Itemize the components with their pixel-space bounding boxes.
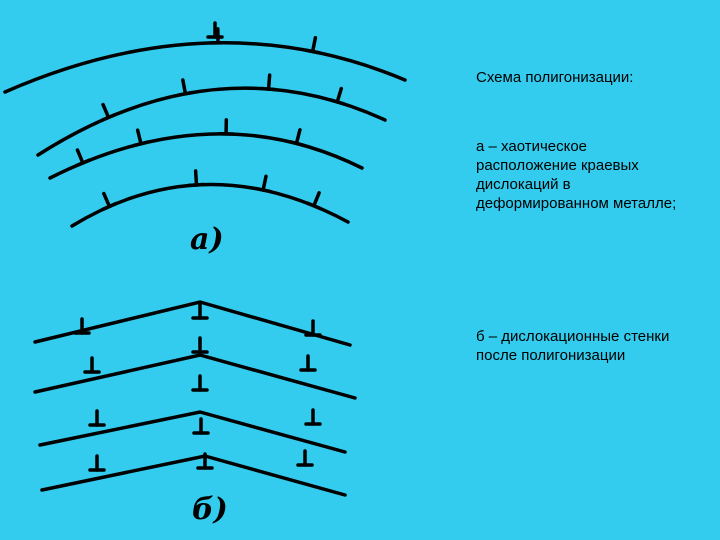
lattice-plane — [42, 456, 345, 495]
diagram-title: Схема полигонизации: — [476, 68, 686, 87]
chaotic-dislocations-panel — [5, 23, 405, 226]
dislocation-symbol — [85, 358, 99, 372]
dislocation-symbol — [298, 451, 312, 465]
dislocation-symbol — [219, 120, 233, 134]
dislocation-symbol — [290, 128, 307, 145]
panel-label-a: a) — [190, 222, 224, 257]
dislocation-walls-panel — [35, 302, 355, 495]
dislocation-symbol — [208, 23, 222, 37]
dislocation-wall — [75, 319, 104, 470]
dislocation-symbol — [90, 411, 104, 425]
panel-label-b: б) — [192, 492, 228, 527]
dislocation-symbol — [90, 456, 104, 470]
dislocation-symbol — [97, 102, 115, 120]
dislocation-symbol — [131, 128, 148, 145]
dislocation-wall — [193, 304, 212, 468]
dislocation-symbol — [97, 191, 115, 209]
dislocation-symbol — [193, 376, 207, 390]
dislocation-symbol — [306, 36, 322, 52]
dislocation-symbol — [301, 356, 315, 370]
lattice-plane — [50, 134, 362, 178]
dislocation-symbol — [307, 190, 325, 208]
lattice-plane — [5, 43, 405, 92]
lattice-plane — [38, 88, 385, 155]
dislocation-symbol — [176, 79, 192, 95]
dislocation-symbol — [194, 419, 208, 433]
dislocation-symbol — [193, 338, 207, 352]
dislocation-symbol — [193, 304, 207, 318]
caption-part-b: б – дислокационные стенки после полигони… — [476, 327, 686, 365]
caption-part-a: а – хаотическое расположение краевых дис… — [476, 137, 686, 213]
dislocation-symbol — [71, 147, 89, 165]
dislocation-symbol — [189, 171, 204, 186]
dislocation-symbol — [256, 175, 273, 192]
dislocation-symbol — [262, 75, 277, 90]
dislocation-symbol — [306, 410, 320, 424]
dislocation-symbol — [331, 86, 348, 103]
lattice-plane — [40, 412, 345, 452]
